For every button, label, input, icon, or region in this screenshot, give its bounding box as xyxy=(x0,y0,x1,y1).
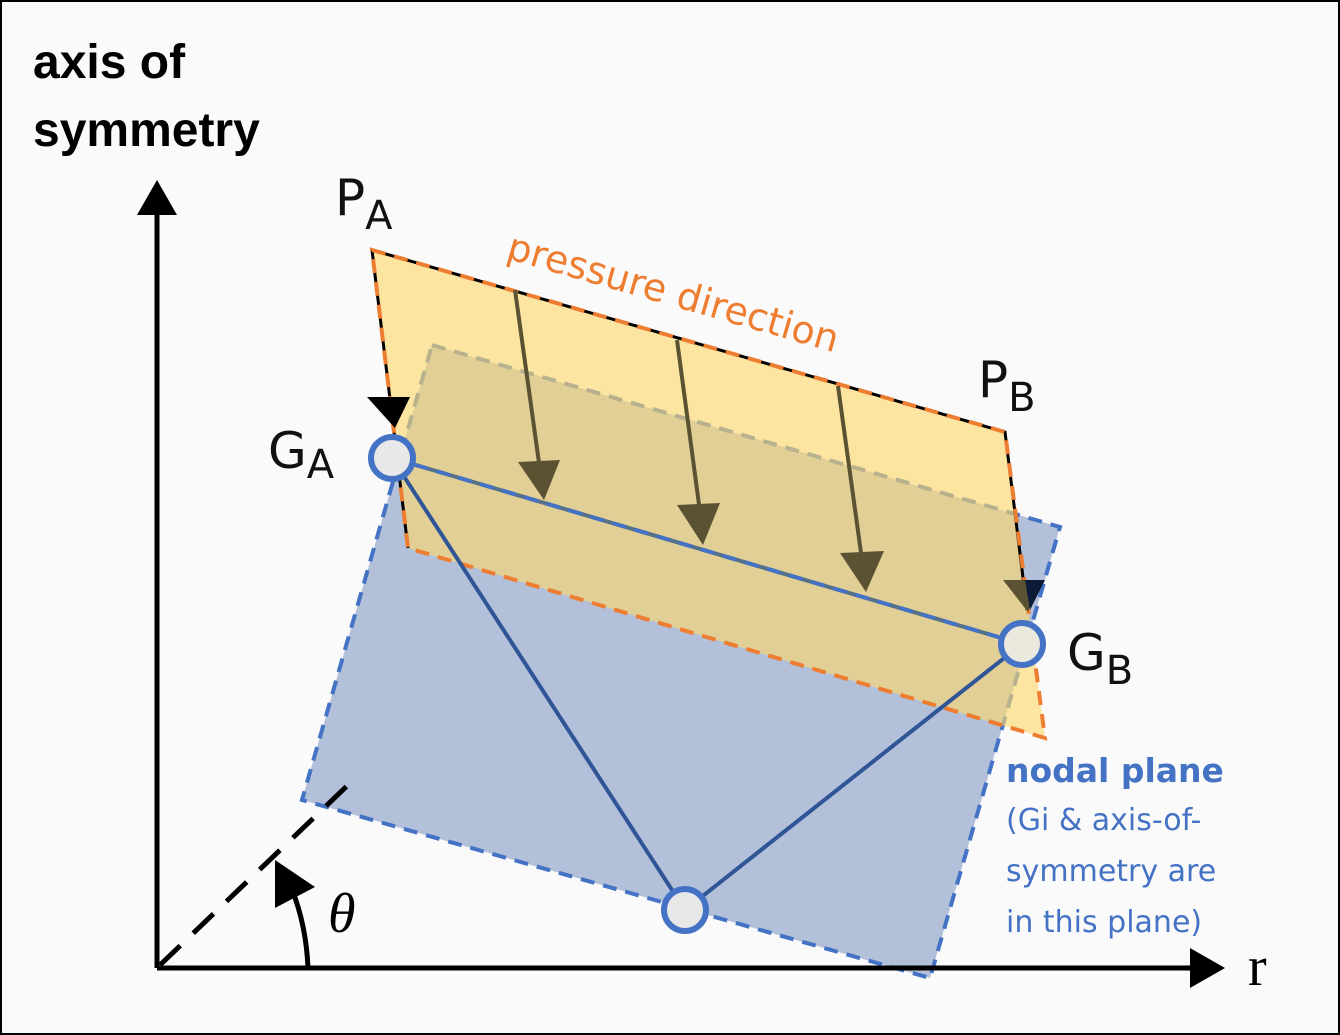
ga-label: GA xyxy=(268,422,335,488)
gb-label-main: G xyxy=(1067,624,1106,682)
theta-arc-arrowhead xyxy=(275,860,315,908)
nodal-plane-note-line1: (Gi & axis-of- xyxy=(1006,803,1201,838)
pressure-arrow-3 xyxy=(836,385,864,561)
theta-label: θ xyxy=(328,883,356,945)
axis-label-line2: symmetry xyxy=(33,104,260,157)
r-axis-label: r xyxy=(1248,936,1267,998)
element-edge-ga-gb-dash xyxy=(391,456,1023,646)
theta-reference-line xyxy=(158,783,350,967)
node-bottom[interactable] xyxy=(661,886,709,934)
pb-label-main: P xyxy=(978,351,1008,409)
gb-label-sub: B xyxy=(1106,648,1133,694)
element-line-ga-bottom xyxy=(390,456,687,912)
element-line-gb-bottom xyxy=(683,642,1024,912)
r-axis-arrowhead[interactable] xyxy=(1190,948,1225,988)
pressure-arrow-3-head xyxy=(840,551,884,592)
pb-label: PB xyxy=(978,351,1036,421)
nodal-plane-note-line3: in this plane) xyxy=(1006,905,1202,940)
pb-label-sub: B xyxy=(1008,375,1035,421)
pressure-arrow-ga-head xyxy=(367,397,410,428)
nodal-plane-title: nodal plane xyxy=(1006,751,1224,790)
ga-label-sub: A xyxy=(307,442,335,488)
pa-label: PA xyxy=(335,169,393,239)
ga-label-main: G xyxy=(268,422,307,480)
node-ga[interactable] xyxy=(368,434,416,482)
symmetry-axis-arrowhead[interactable] xyxy=(137,180,177,215)
pressure-arrow-gb-tip xyxy=(1025,580,1045,610)
gb-label: GB xyxy=(1067,624,1133,694)
pressure-arrow-2 xyxy=(675,339,702,513)
pressure-arrows xyxy=(513,289,1040,612)
node-gb[interactable] xyxy=(998,620,1046,668)
pa-label-sub: A xyxy=(365,193,393,239)
axis-label-line1: axis of xyxy=(33,36,186,89)
pressure-arrow-1 xyxy=(513,289,542,471)
pressure-region xyxy=(372,250,1045,738)
pa-label-main: P xyxy=(335,169,365,227)
pressure-arrow-1-head xyxy=(518,460,560,500)
pressure-arrow-2-head xyxy=(677,503,720,545)
nodal-plane-note-line2: symmetry are xyxy=(1006,854,1216,889)
